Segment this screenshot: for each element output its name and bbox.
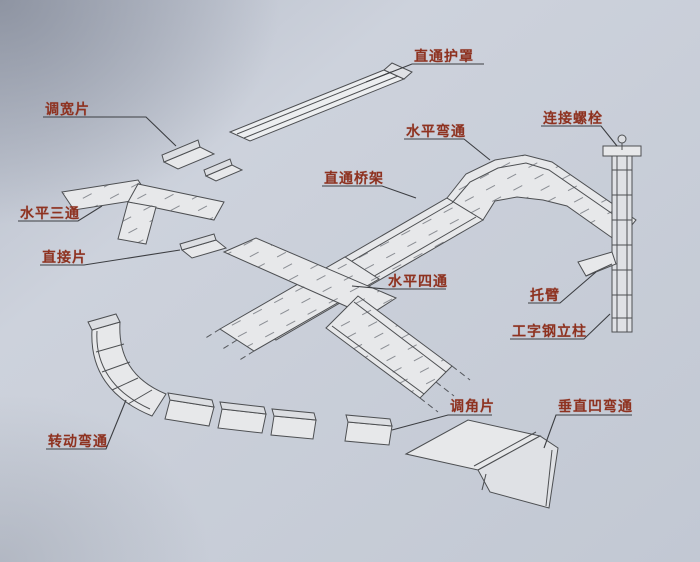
label-width-adjust-piece: 调宽片 — [45, 101, 90, 117]
part-vertical-concave-elbow — [404, 419, 559, 509]
part-width-adjust-piece — [161, 139, 216, 170]
part-chain-piece-3 — [270, 408, 317, 440]
part-straight-connect-piece — [179, 233, 228, 259]
part-horizontal-tee — [61, 179, 225, 245]
leader-connecting-bolt — [541, 125, 618, 147]
part-connecting-bolt — [602, 134, 642, 157]
label-straight-tray: 直通桥架 — [324, 170, 384, 186]
leader-vertical-concave-elbow — [543, 414, 632, 449]
leader-straight-connect-piece — [40, 249, 181, 266]
leader-rotating-elbow — [46, 399, 127, 450]
leader-horizontal-tee — [18, 205, 103, 222]
part-i-beam-column — [611, 149, 633, 333]
leader-lines — [18, 63, 632, 450]
label-connecting-bolt: 连接螺栓 — [543, 110, 603, 126]
label-i-beam-column: 工字钢立柱 — [512, 323, 587, 339]
leader-bracket-arm — [528, 271, 597, 304]
part-angle-adjust-piece — [344, 414, 393, 446]
part-branch-tray — [325, 295, 471, 413]
part-straight-cover — [228, 62, 413, 142]
label-horizontal-cross: 水平四通 — [388, 273, 448, 289]
leader-straight-cover — [365, 63, 484, 83]
part-chain-piece-1 — [164, 392, 215, 427]
leader-i-beam-column — [510, 313, 611, 340]
leader-horizontal-cross — [351, 285, 446, 290]
label-angle-adjust-piece: 调角片 — [450, 398, 495, 414]
part-small-connector — [203, 158, 244, 182]
part-horizontal-cross — [203, 237, 398, 362]
label-straight-connect-piece: 直接片 — [42, 249, 87, 265]
label-rotating-elbow: 转动弯通 — [48, 433, 108, 449]
label-bracket-arm: 托臂 — [530, 287, 560, 303]
leader-straight-tray — [322, 185, 417, 199]
label-horizontal-tee: 水平三通 — [20, 205, 80, 221]
part-rotating-elbow — [87, 313, 167, 417]
leader-horizontal-elbow — [404, 138, 491, 161]
part-bracket-arm — [577, 251, 617, 277]
part-chain-piece-2 — [217, 401, 267, 434]
label-horizontal-elbow: 水平弯通 — [406, 123, 466, 139]
leader-width-adjust-piece — [43, 116, 177, 147]
leader-angle-adjust-piece — [391, 414, 492, 431]
label-straight-cover: 直通护罩 — [414, 48, 474, 64]
label-vertical-concave-elbow: 垂直凹弯通 — [558, 398, 633, 414]
